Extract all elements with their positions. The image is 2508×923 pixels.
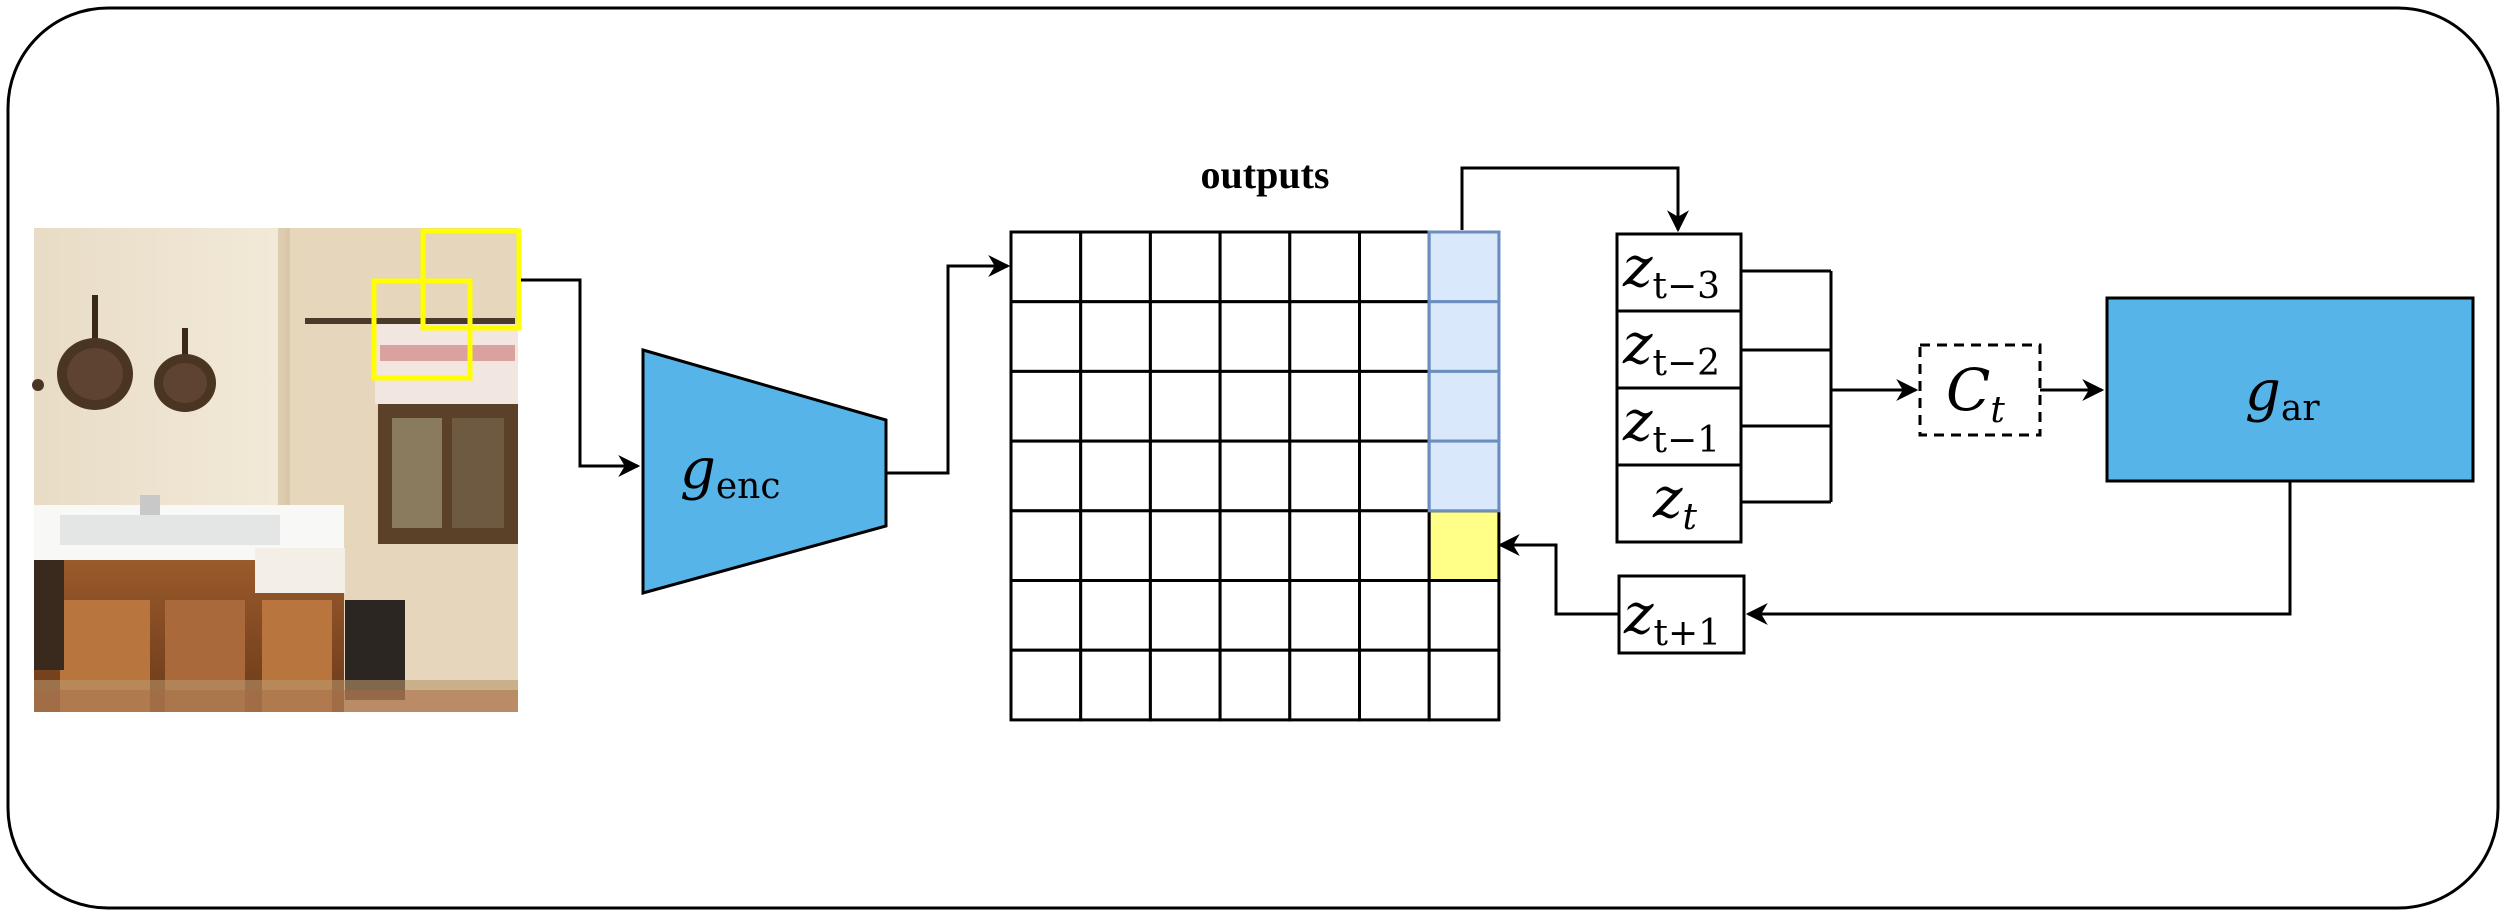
latent-box (1615, 232, 1743, 313)
latent-label: zt (1652, 466, 1698, 538)
prediction-box (1617, 574, 1746, 655)
outputs-title: outputs (1201, 152, 1330, 197)
latent-label: zt−2 (1622, 312, 1720, 384)
grid-cell (1218, 579, 1292, 652)
grid-cell (1218, 300, 1292, 373)
grid-cell (1288, 439, 1362, 513)
autoregressive-block (2105, 296, 2475, 483)
grid-cell (1009, 509, 1083, 582)
grid-cell (1358, 369, 1431, 443)
arrow-image-to-encoder (521, 278, 641, 477)
grid-cell (1288, 579, 1362, 652)
grid-cell (1288, 300, 1362, 373)
grid-cell (1009, 648, 1083, 722)
encoder-label: genc (680, 437, 781, 507)
grid-cell (1079, 509, 1152, 582)
grid-cell-context-border (1427, 300, 1501, 373)
grid-cell (1079, 439, 1152, 513)
grid-cell (1427, 648, 1501, 722)
encoder-block (641, 348, 888, 595)
grid-cell (1009, 579, 1083, 652)
autoregressive-label: gar (2245, 359, 2320, 429)
grid-cell (1288, 369, 1362, 443)
grid-cell (1079, 300, 1152, 373)
grid-cell (1288, 230, 1362, 304)
grid-cell (1358, 439, 1431, 513)
grid-cell (1218, 648, 1292, 722)
latent-label: zt−3 (1622, 235, 1720, 307)
grid-cell (1148, 300, 1222, 373)
grid-cell (1218, 509, 1292, 582)
grid-cell (1218, 439, 1292, 513)
latents-bracket (1741, 269, 1833, 504)
grid-cell (1009, 369, 1083, 443)
grid-cell (1218, 369, 1292, 443)
grid-cell (1358, 300, 1431, 373)
latents-stack: zt−3zt−2zt−1zt (1615, 232, 1743, 544)
patch-outline (371, 278, 473, 381)
grid-cell (1427, 579, 1501, 652)
grid-cell (1148, 439, 1222, 513)
grid-cell (1358, 579, 1431, 652)
grid-cell (1288, 648, 1362, 722)
grid-cell (1079, 579, 1152, 652)
grid-cell (1148, 369, 1222, 443)
grid-cell (1079, 648, 1152, 722)
grid-cell (1358, 509, 1431, 582)
latent-label: zt−1 (1622, 389, 1720, 461)
prediction-label: zt+1 (1623, 582, 1721, 654)
grid-cell (1009, 300, 1083, 373)
latent-box (1615, 309, 1743, 390)
arrow-prediction-to-target (1497, 534, 1619, 616)
grid-cell (1148, 648, 1222, 722)
grid-cell-context-border (1427, 369, 1501, 443)
grid-cell (1218, 230, 1292, 304)
grid-cell (1079, 369, 1152, 443)
grid-cell-context-border (1427, 439, 1501, 513)
grid-cell (1009, 439, 1083, 513)
grid-cell-target (1427, 509, 1501, 582)
arrow-encoder-to-grid (886, 255, 1011, 475)
grid-cell (1009, 230, 1083, 304)
outputs-grid (1009, 230, 1501, 722)
grid-cell (1288, 509, 1362, 582)
grid-cell (1358, 230, 1431, 304)
arrow-gar-to-prediction (1745, 481, 2292, 625)
context-box (1918, 343, 2042, 437)
grid-cell (1358, 648, 1431, 722)
grid-cell (1148, 230, 1222, 304)
grid-cell (1148, 509, 1222, 582)
grid-cell (1148, 579, 1222, 652)
context-label: Ct (1946, 356, 2005, 431)
grid-cell (1079, 230, 1152, 304)
grid-cell-context-border (1427, 230, 1501, 304)
arrow-grid-to-latents (1460, 166, 1689, 233)
kitchen-photo (32, 228, 518, 712)
